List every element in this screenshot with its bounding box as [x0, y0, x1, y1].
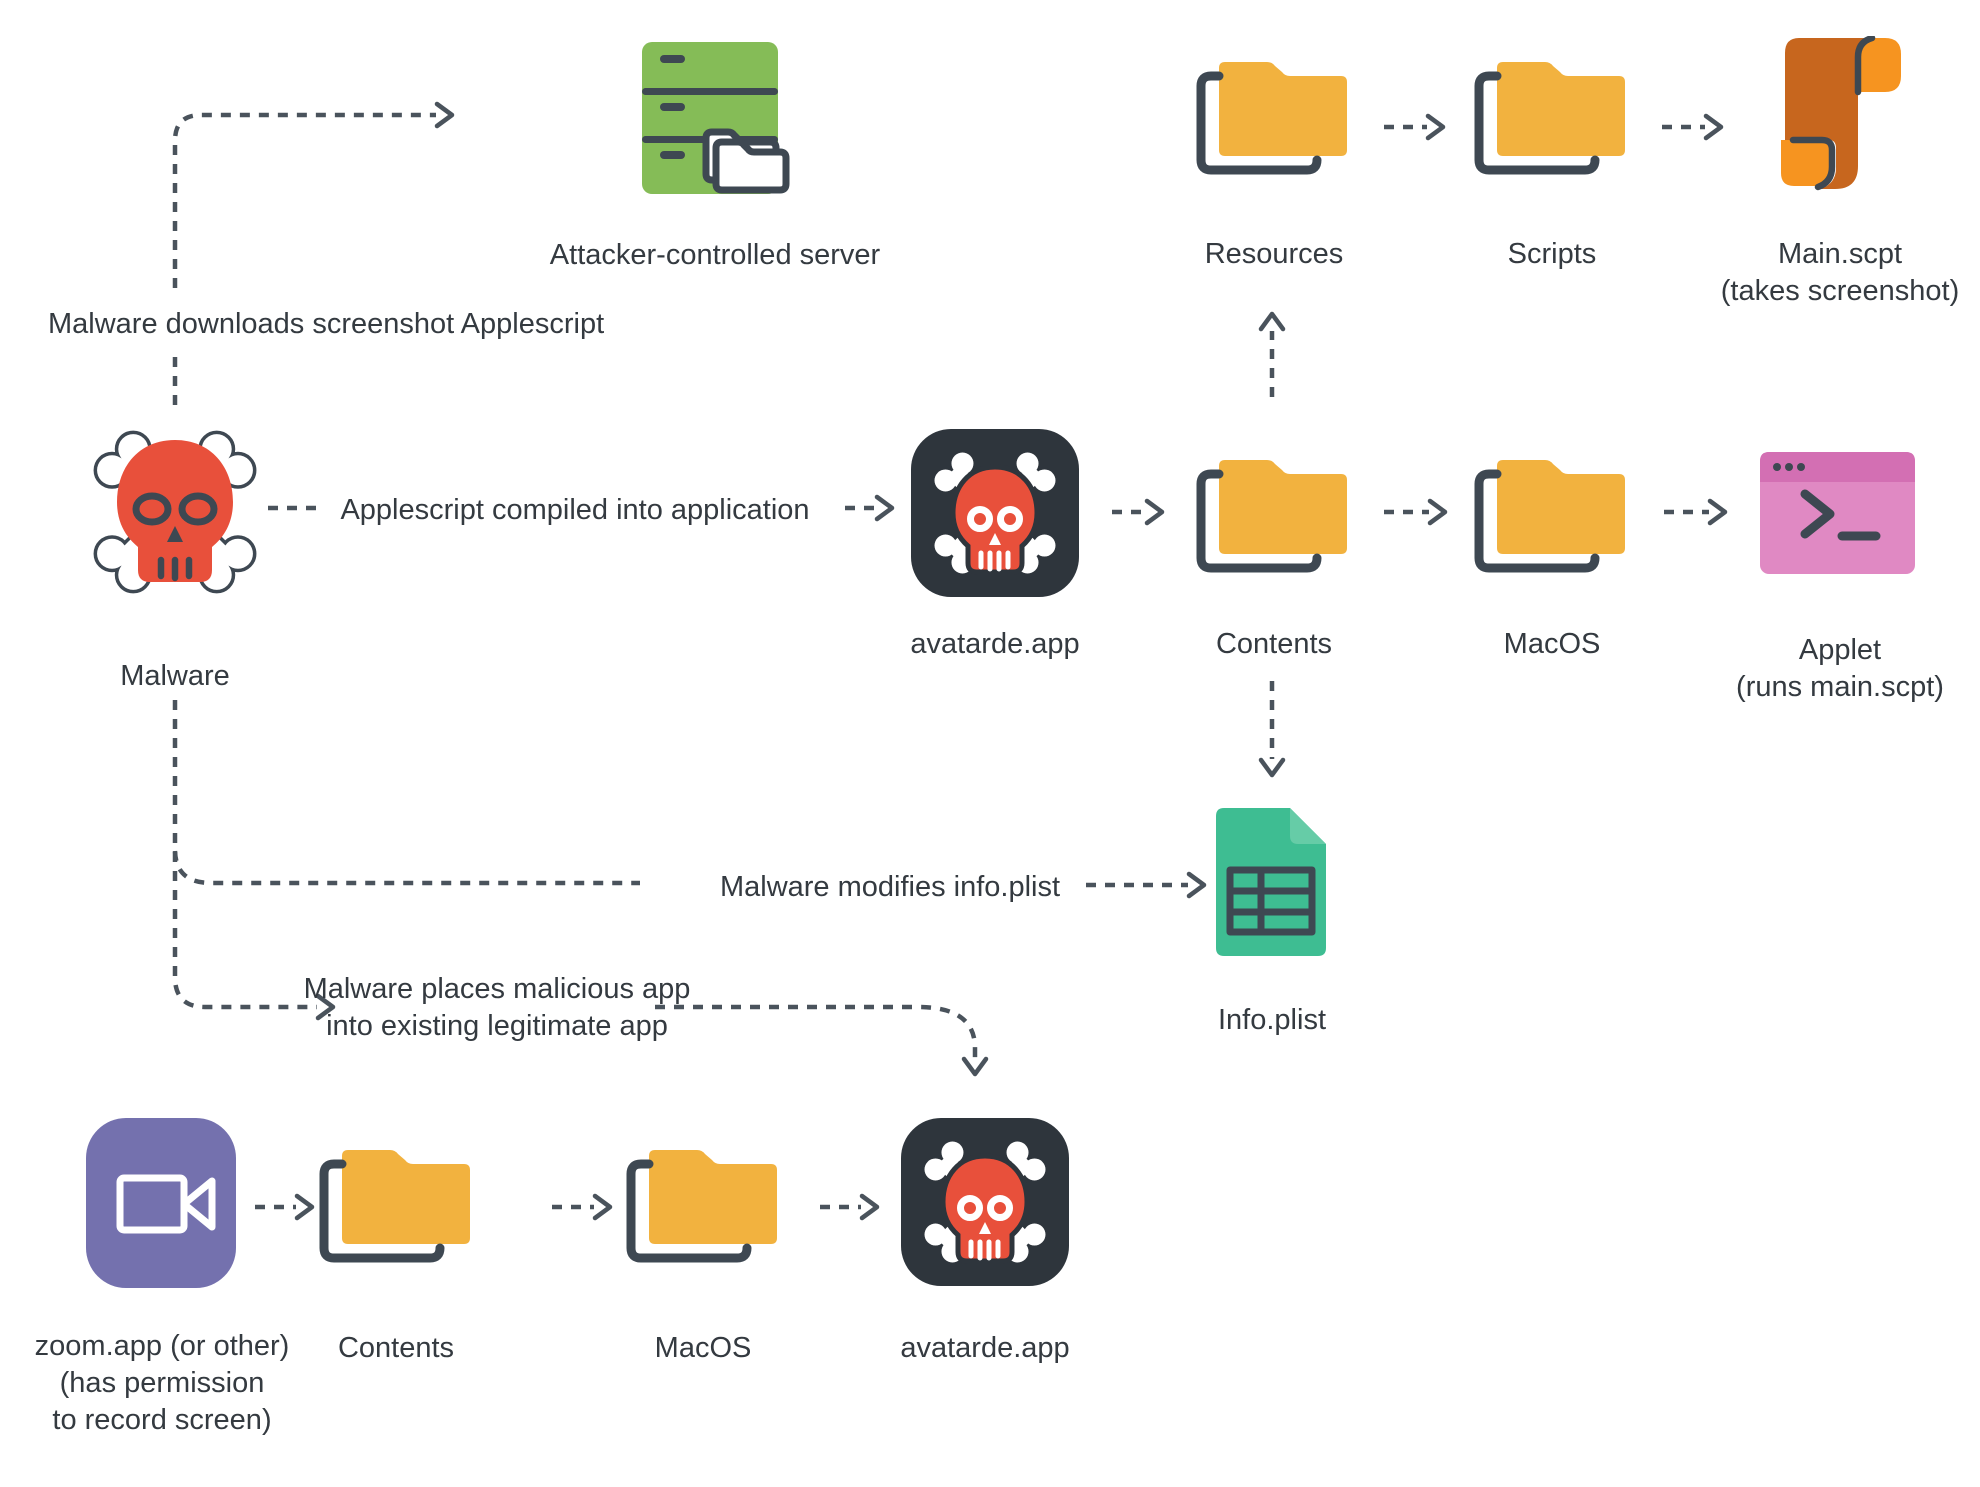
label-applet-line2: (runs main.scpt)	[1736, 671, 1944, 703]
label-main-scpt: Main.scpt (takes screenshot)	[1721, 236, 1960, 310]
annotation-place-line1: Malware places malicious app	[303, 973, 691, 1005]
label-contents-bottom: Contents	[337, 1332, 455, 1364]
annotation-compile: Applescript compiled into application	[340, 494, 810, 526]
folder-icon-scripts	[1473, 52, 1628, 177]
label-attacker-server: Attacker-controlled server	[549, 239, 881, 271]
label-avatarde-bottom: avatarde.app	[900, 1332, 1070, 1364]
label-zoom-app-line1: zoom.app (or other)	[34, 1330, 290, 1362]
folder-icon-macos-mid	[1473, 450, 1628, 575]
annotation-modify: Malware modifies info.plist	[719, 871, 1061, 903]
label-info-plist: Info.plist	[1218, 1004, 1326, 1036]
video-camera-app-icon	[86, 1118, 236, 1288]
annotation-place: Malware places malicious app into existi…	[304, 971, 691, 1045]
label-applet: Applet (runs main.scpt)	[1736, 632, 1944, 706]
label-malware: Malware	[120, 660, 230, 692]
label-zoom-app-line2: (has permission	[59, 1367, 265, 1399]
label-applet-line1: Applet	[1798, 634, 1882, 666]
malicious-app-icon-bottom	[901, 1118, 1069, 1286]
label-main-scpt-line2: (takes screenshot)	[1720, 275, 1960, 307]
label-zoom-app: zoom.app (or other) (has permission to r…	[35, 1328, 290, 1439]
label-macos-mid: MacOS	[1503, 628, 1601, 660]
label-resources: Resources	[1204, 238, 1344, 270]
plist-document-icon	[1216, 808, 1328, 956]
script-scroll-icon	[1773, 36, 1903, 196]
server-icon	[642, 42, 797, 207]
label-zoom-app-line3: to record screen)	[52, 1404, 272, 1436]
folder-icon-contents-bottom	[318, 1140, 473, 1265]
edge-malware-to-server	[172, 112, 436, 405]
annotation-download: Malware downloads screenshot Applescript	[48, 308, 605, 340]
label-avatarde-top: avatarde.app	[910, 628, 1080, 660]
annotation-place-line2: into existing legitimate app	[326, 1010, 668, 1042]
skull-crossbones-icon	[75, 412, 275, 612]
label-scripts: Scripts	[1507, 238, 1597, 270]
folder-icon-resources	[1195, 52, 1350, 177]
folder-icon-contents-mid	[1195, 450, 1350, 575]
edge-malware-to-place-text	[172, 700, 317, 1010]
terminal-window-icon	[1760, 452, 1915, 574]
label-macos-bottom: MacOS	[654, 1332, 752, 1364]
edge-malware-to-modify-text	[172, 850, 640, 886]
label-main-scpt-line1: Main.scpt	[1777, 238, 1903, 270]
malicious-app-icon-top	[911, 429, 1079, 597]
label-contents-mid: Contents	[1215, 628, 1333, 660]
folder-icon-macos-bottom	[625, 1140, 780, 1265]
edge-place-text-to-avatarde-bottom	[655, 1004, 978, 1058]
